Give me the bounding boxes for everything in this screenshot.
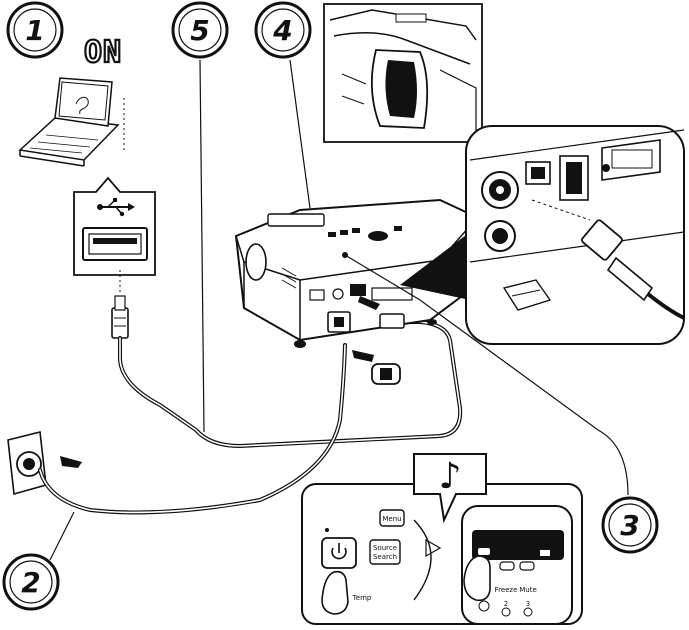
step5-leader-line — [199, 59, 205, 433]
insert-arrow-outlet — [60, 456, 82, 468]
power-button — [321, 537, 357, 569]
finger-power — [321, 570, 349, 615]
insert-arrow-power — [352, 350, 374, 362]
on-label: ON — [83, 34, 122, 71]
svg-text:2: 2 — [504, 600, 508, 608]
sound-bubble: ♪ — [413, 453, 487, 524]
temp-label: Temp — [352, 594, 372, 602]
dial-arc — [413, 519, 432, 601]
wall-outlet — [7, 431, 47, 496]
step3-leader-line — [344, 254, 629, 496]
step-badge-3: 3 — [601, 496, 659, 554]
music-note-icon: ♪ — [439, 456, 462, 497]
step2-leader-line — [49, 511, 75, 561]
step-badge-2: 2 — [2, 553, 60, 611]
svg-text:Menu: Menu — [382, 515, 401, 523]
rear-ports-inset — [400, 125, 685, 345]
menu-button: Menu — [379, 509, 405, 527]
usb-port-callout — [73, 176, 156, 276]
projector — [234, 198, 471, 348]
power-indicator — [325, 528, 329, 532]
step-badge-1: 1 — [6, 1, 64, 59]
source-search-button: Source Search — [369, 539, 401, 565]
usb-plug — [111, 270, 129, 339]
step-number: 4 — [272, 14, 292, 47]
on-text: ON — [84, 35, 122, 70]
projector-control-panel — [328, 226, 402, 241]
insert-arrow-usb — [358, 296, 380, 310]
step-number: 2 — [21, 566, 40, 599]
svg-text:3: 3 — [526, 600, 530, 608]
ferrite-core — [371, 363, 401, 385]
finger-remote — [463, 555, 491, 602]
lens-cover-inset — [323, 3, 483, 143]
laptop — [18, 77, 120, 167]
svg-text:Search: Search — [373, 553, 397, 561]
usb-cable — [118, 320, 463, 449]
svg-text:Freeze: Freeze — [495, 586, 518, 594]
svg-text:Source: Source — [373, 544, 397, 552]
power-control-inset: Menu Source Search Temp — [301, 453, 583, 625]
step-number: 3 — [620, 509, 639, 542]
usb-icon — [97, 198, 135, 217]
step4-leader-line — [289, 59, 311, 209]
svg-text:Mute: Mute — [519, 586, 537, 594]
power-icon — [331, 543, 347, 560]
step-badge-4: 4 — [254, 1, 312, 59]
step-badge-5: 5 — [171, 1, 229, 59]
usb-b-cable-inset — [581, 219, 685, 320]
step-number: 5 — [190, 14, 209, 47]
step-number: 1 — [25, 14, 44, 47]
usb-b-plug — [379, 313, 405, 329]
